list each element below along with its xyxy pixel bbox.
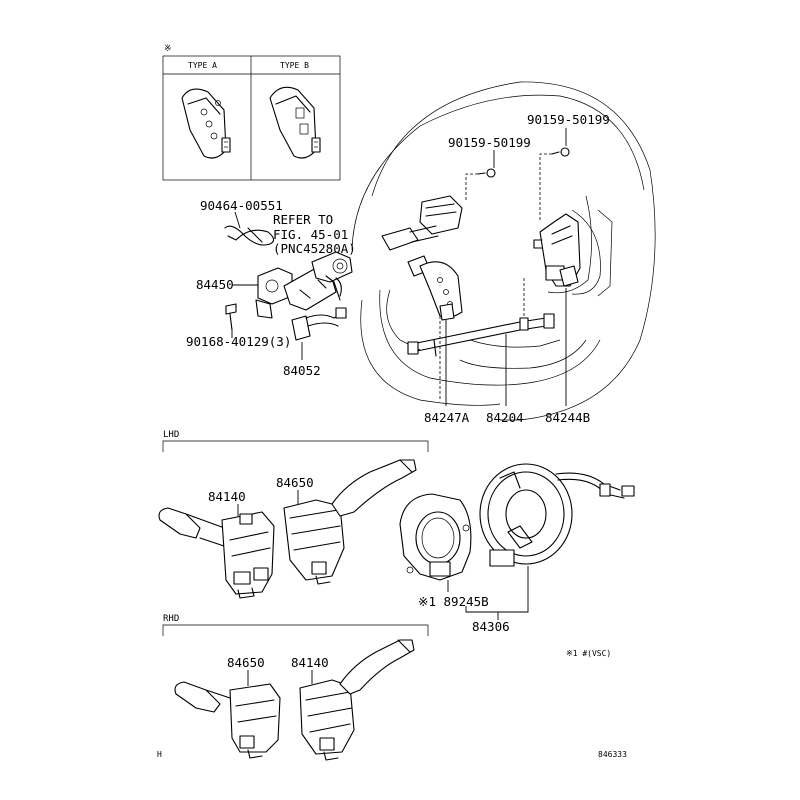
- label-lhd-84140: 84140: [208, 489, 246, 504]
- corner-marker: H: [157, 750, 162, 759]
- type-b-switch-drawing: [269, 86, 321, 159]
- wire-harness-84204-drawing: [407, 313, 555, 357]
- label-89245b: ※1 89245B: [418, 594, 489, 609]
- type-a-switch-drawing: [181, 88, 231, 159]
- type-inset-box: ※ TYPE A TYPE B: [162, 44, 341, 181]
- label-90159-50199-right: 90159-50199: [527, 112, 610, 127]
- spiral-cable-84306-drawing: [479, 463, 635, 567]
- figure-number: 846333: [598, 750, 627, 759]
- lamp-84052-drawing: [291, 307, 347, 360]
- rhd-wiper-switch-84650-drawing: [174, 681, 281, 759]
- label-84204: 84204: [486, 410, 524, 425]
- refer-to-text: REFER TO: [273, 212, 333, 227]
- label-90464-00551: 90464-00551: [200, 198, 283, 213]
- steering-sensor-89245b-drawing: [399, 493, 472, 581]
- label-84450: 84450: [196, 277, 234, 292]
- lhd-bracket: [162, 440, 429, 452]
- ignition-switch-84450-drawing: [255, 251, 353, 319]
- pnc-ref-text: (PNC45280A): [273, 241, 356, 256]
- reference-note: REFER TO FIG. 45-01 (PNC45280A): [273, 212, 356, 256]
- label-84247a: 84247A: [424, 410, 470, 425]
- screw-90159-right-drawing: [551, 128, 570, 157]
- inset-mark: ※: [164, 44, 172, 54]
- lhd-wiper-switch-84650-drawing: [283, 459, 417, 585]
- fig-ref-text: FIG. 45-01: [273, 227, 348, 242]
- steering-switch-right-84244b-drawing: [533, 213, 581, 287]
- label-90168-40129: 90168-40129(3): [186, 334, 291, 349]
- label-84306: 84306: [472, 619, 510, 634]
- steering-switch-left-84247a-drawing: [381, 195, 463, 321]
- label-90159-50199-left: 90159-50199: [448, 135, 531, 150]
- type-b-label: TYPE B: [280, 61, 309, 70]
- label-rhd-84140: 84140: [291, 655, 329, 670]
- rhd-turn-signal-switch-84140-drawing: [299, 639, 415, 761]
- label-lhd-84650: 84650: [276, 475, 314, 490]
- bracket-84306: [465, 566, 529, 613]
- clamp-band-drawing: [224, 211, 275, 246]
- screw-90159-left-drawing: [477, 150, 496, 178]
- screw-90168-drawing: [225, 303, 237, 338]
- label-84244b: 84244B: [545, 410, 590, 425]
- label-rhd-84650: 84650: [227, 655, 265, 670]
- lhd-label: LHD: [163, 430, 179, 440]
- rhd-label: RHD: [163, 614, 179, 624]
- label-84052: 84052: [283, 363, 321, 378]
- rhd-bracket: [162, 624, 429, 636]
- type-a-label: TYPE A: [188, 61, 217, 70]
- vsc-footnote: ※1 #(VSC): [566, 649, 611, 658]
- lhd-turn-signal-switch-84140-drawing: [158, 507, 275, 599]
- steering-wheel-drawing: [351, 81, 656, 421]
